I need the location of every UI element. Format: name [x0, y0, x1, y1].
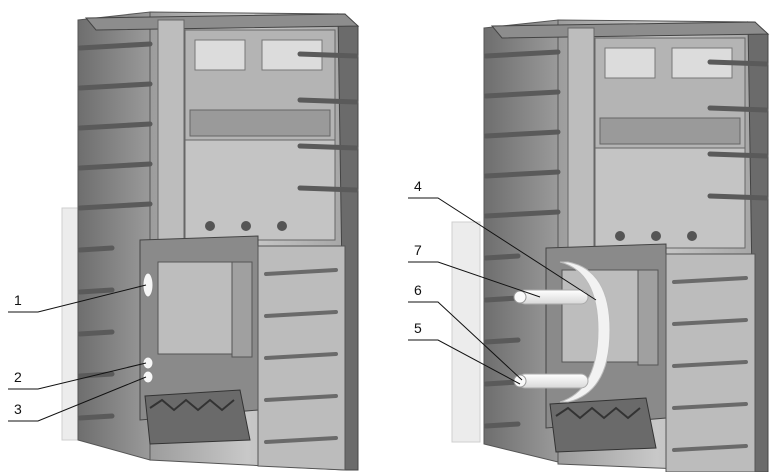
callout-label-5: 5	[414, 320, 422, 336]
callout-label-7: 7	[414, 242, 422, 258]
callouts-left	[8, 284, 147, 422]
callout-label-4: 4	[414, 178, 422, 194]
callouts-right	[408, 197, 597, 385]
leader-line-5	[408, 339, 521, 385]
callout-label-3: 3	[14, 401, 22, 417]
right-stove	[451, 19, 770, 472]
leader-line-1	[8, 284, 147, 313]
callout-label-6: 6	[414, 282, 422, 298]
callout-label-2: 2	[14, 369, 22, 385]
leader-line-4	[408, 197, 597, 301]
leader-line-3	[8, 376, 147, 422]
leader-line-2	[8, 362, 147, 390]
leader-line-6	[408, 301, 523, 381]
callout-label-1: 1	[14, 292, 22, 308]
leader-line-7	[408, 261, 541, 298]
left-stove	[61, 11, 360, 471]
